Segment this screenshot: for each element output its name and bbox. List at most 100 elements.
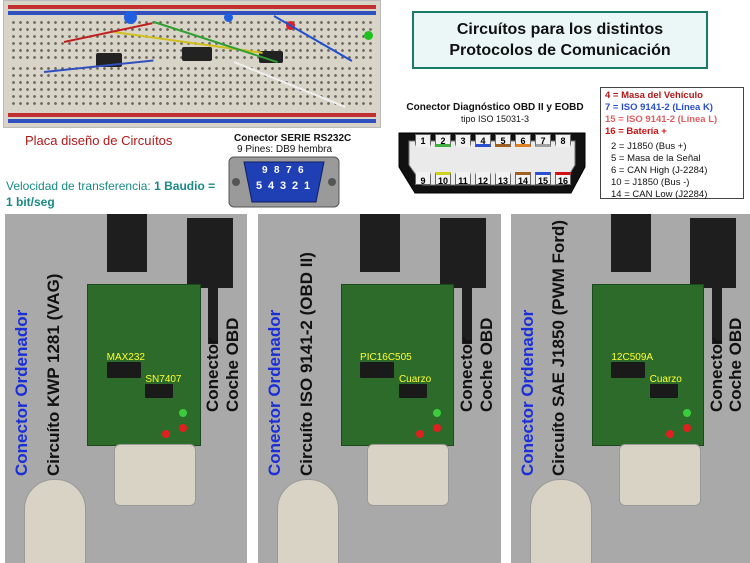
db9-shell	[228, 156, 340, 208]
car-connector-label-1: Conector	[457, 337, 477, 412]
capacitor-icon	[224, 13, 233, 22]
legend-entry: 5 = Masa de la Señal	[611, 153, 701, 164]
ic-chip	[611, 362, 646, 378]
ic-chip	[360, 362, 395, 378]
circuit-label: Circuíto KWP 1281 (VAG)	[43, 273, 63, 476]
led-red-icon	[162, 430, 171, 438]
obd-pin-3: 3	[455, 134, 471, 147]
obd-pin-1: 1	[415, 134, 431, 147]
obd-connector-subtitle: tipo ISO 15031-3	[460, 114, 530, 124]
ic-chip	[145, 384, 174, 398]
led-red-icon	[415, 430, 424, 438]
power-rail	[8, 113, 376, 117]
ic-chip	[649, 384, 678, 398]
breadboard-photo	[3, 0, 381, 128]
obd-cable	[462, 284, 473, 344]
led-green-icon	[432, 409, 441, 417]
car-connector-label-2: Coche OBD	[476, 317, 496, 412]
power-rail	[8, 5, 376, 9]
speed-label: Velocidad de transferencia:	[6, 179, 155, 193]
db9-plug	[113, 444, 196, 506]
circuit-board	[592, 284, 705, 446]
pc-connector-label: Conector Ordenador	[12, 309, 32, 476]
obd-pin-14: 14	[515, 172, 531, 186]
circuit-panel-3: 12C509A Cuarzo Conector Ordenador Circuíto …	[511, 214, 750, 563]
obd-cable	[208, 284, 219, 344]
obd-pin-2: 2	[435, 134, 451, 147]
chip-label-1: 12C509A	[611, 352, 654, 363]
car-connector-label-1: Conector	[706, 337, 726, 412]
obd-cable-connector	[360, 214, 401, 272]
legend-entry: 10 = J1850 (Bus -)	[611, 177, 690, 188]
obd-pin-11: 11	[455, 172, 471, 186]
serial-cable	[24, 479, 87, 563]
led-red-icon	[179, 424, 188, 432]
led-red-icon	[432, 424, 441, 432]
chip-label-2: Cuarzo	[649, 374, 682, 385]
breadboard-caption: Placa diseño de Circuítos	[25, 133, 173, 148]
ground-rail	[8, 119, 376, 123]
obd-pin-9: 9	[415, 172, 431, 186]
obd-pin-4: 4	[475, 134, 491, 147]
db9-pin-4: 4	[268, 180, 275, 192]
chip-label-2: SN7407	[145, 374, 182, 385]
obd-pin-7: 7	[535, 134, 551, 147]
page-title-line-1: Circuítos para los distintos	[456, 21, 664, 38]
db9-pin-1: 1	[304, 180, 311, 192]
led-green-icon	[364, 31, 373, 40]
obd-cable	[711, 284, 722, 344]
circuit-label: Circuíto ISO 9141-2 (OBD II)	[296, 252, 316, 476]
circuit-label: Circuíto SAE J1850 (PWM Ford)	[549, 220, 569, 476]
pc-connector-label: Conector Ordenador	[265, 309, 285, 476]
chip-label-2: Cuarzo	[398, 374, 432, 385]
obd-cable-connector	[106, 214, 147, 272]
led-green-icon	[683, 409, 692, 417]
transfer-speed-note: Velocidad de transferencia: 1 Baudio = 1…	[6, 178, 216, 210]
car-connector-label-2: Coche OBD	[222, 317, 242, 412]
ic-chip	[182, 47, 212, 61]
legend-entry: 6 = CAN High (J-2284)	[611, 165, 708, 176]
db9-pin-5: 5	[256, 180, 263, 192]
ground-rail	[8, 11, 376, 15]
led-red-icon	[683, 424, 692, 432]
obd-pin-8: 8	[555, 134, 571, 147]
capacitor-icon	[124, 11, 137, 24]
legend-entry: 16 = Batería +	[605, 126, 667, 137]
rs232-title: Conector SERIE RS232C	[234, 133, 352, 144]
obd-plug	[690, 218, 737, 288]
db9-pin-8: 8	[274, 165, 280, 176]
ic-chip	[106, 362, 141, 378]
legend-entry: 2 = J1850 (Bus +)	[611, 141, 687, 152]
obd-pin-6: 6	[515, 134, 531, 147]
obd-pin-5: 5	[495, 134, 511, 147]
pc-connector-label: Conector Ordenador	[518, 309, 538, 476]
title-box: Circuítos para los distintos Protocolos …	[412, 11, 708, 69]
db9-pin-6: 6	[298, 165, 304, 176]
legend-entry: 14 = CAN Low (J2284)	[611, 189, 708, 200]
legend-entry: 15 = ISO 9141-2 (Línea L)	[605, 114, 718, 125]
db9-pin-9: 9	[262, 165, 268, 176]
circuit-board	[87, 284, 201, 446]
db9-pin-2: 2	[292, 180, 299, 192]
led-red-icon	[666, 430, 675, 438]
breadboard-holes	[10, 65, 374, 105]
db9-pin-3: 3	[280, 180, 287, 192]
ic-chip	[398, 384, 427, 398]
serial-cable	[530, 479, 593, 563]
obd-pin-13: 13	[495, 172, 511, 186]
db9-plug	[618, 444, 701, 506]
obd-pin-10: 10	[435, 172, 451, 186]
db9-pin-7: 7	[286, 165, 292, 176]
obd-pin-15: 15	[535, 172, 551, 186]
legend-entry: 7 = ISO 9141-2 (Línea K)	[605, 102, 713, 113]
serial-cable	[277, 479, 340, 563]
legend-entry: 4 = Masa del Vehículo	[605, 90, 703, 101]
chip-label-1: MAX232	[106, 352, 145, 363]
rs232-subtitle: 9 Pines: DB9 hembra	[237, 144, 333, 155]
obd-connector-title: Conector Diagnóstico OBD II y EOBD	[406, 102, 584, 113]
